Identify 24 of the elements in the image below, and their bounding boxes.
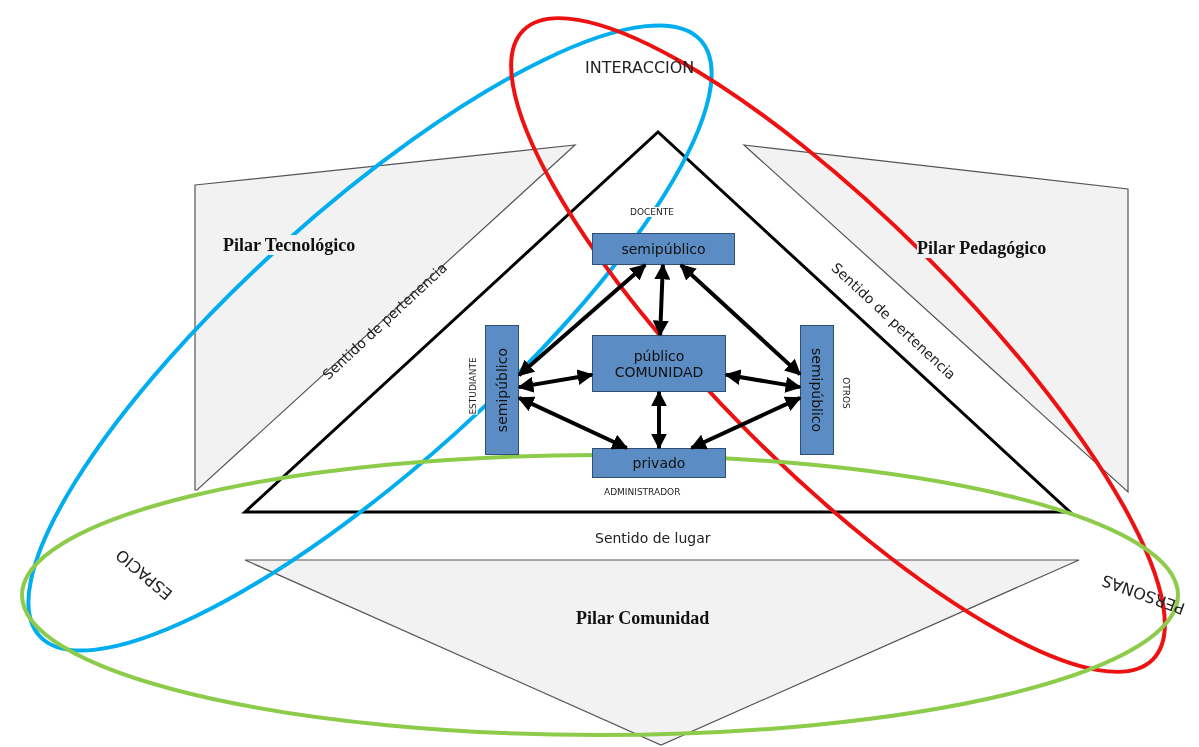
role-box: semipúblico <box>485 325 519 455</box>
role-box: semipúblico <box>800 325 834 455</box>
role-label: ESTUDIANTE <box>467 357 478 415</box>
place-label: Sentido de lugar <box>595 530 711 546</box>
pillar-shape <box>742 143 1130 495</box>
role-box: público COMUNIDAD <box>592 335 726 392</box>
title-label: INTERACCIÓN <box>585 58 695 77</box>
double-arrow <box>517 369 594 393</box>
double-arrow <box>690 396 802 450</box>
double-arrow <box>517 396 629 450</box>
double-arrow <box>679 263 802 376</box>
pillar-title: Pilar Pedagógico <box>917 238 1047 258</box>
pillar-title: Pilar Tecnológico <box>223 235 356 255</box>
role-label: ADMINISTRADOR <box>604 487 681 497</box>
double-arrow <box>724 369 802 393</box>
role-label: DOCENTE <box>630 207 674 217</box>
double-arrow <box>517 263 647 377</box>
role-label: OTROS <box>840 377 851 409</box>
double-arrow <box>651 390 667 450</box>
role-box: privado <box>592 448 726 478</box>
pillar-shape <box>243 558 1081 747</box>
pillar-shape <box>193 143 578 493</box>
role-box: semipúblico <box>592 233 735 265</box>
double-arrow <box>652 263 671 337</box>
